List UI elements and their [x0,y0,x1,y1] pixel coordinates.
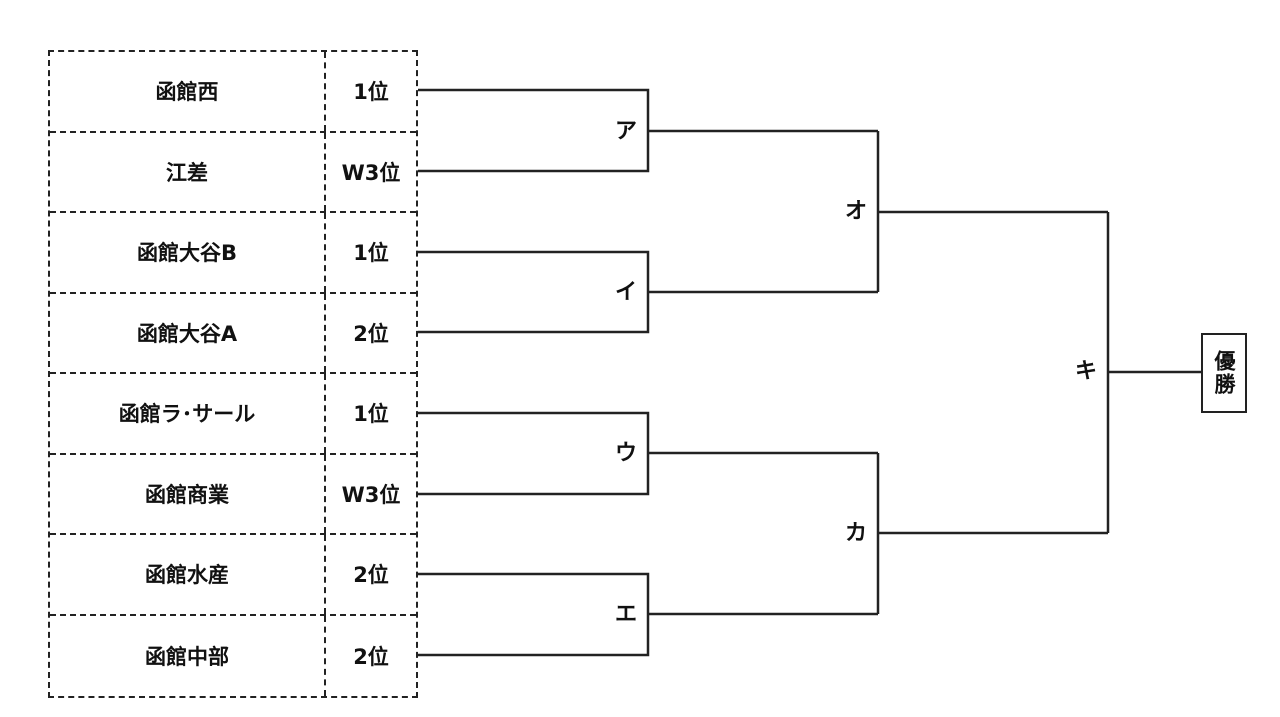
bracket-line-u [418,411,650,496]
match-label-o: オ [845,199,868,224]
team-rank: 1位 [353,241,389,266]
team-rank: W3位 [341,482,401,507]
bracket-line-a [418,88,650,173]
team-name: 函館水産 [50,535,326,614]
team-name: 函館西 [50,52,326,131]
team-row: 函館ラ･サール 1位 [50,374,416,455]
team-name: 江差 [50,132,326,211]
team-row: 函館中部 2位 [50,615,416,696]
team-row: 函館大谷B 1位 [50,213,416,294]
match-label-u: ウ [615,441,638,466]
bracket-line-e [418,572,650,657]
team-table: 函館西 1位 江差 W3位 函館大谷B 1位 函館大谷A 2位 函館ラ･サール … [48,50,418,698]
team-row: 函館商業 W3位 [50,454,416,535]
team-rank: 1位 [353,80,389,105]
team-name: 函館ラ･サール [50,374,326,453]
team-name: 函館中部 [50,615,326,696]
bracket-line-i [418,250,650,334]
team-name: 函館大谷A [50,293,326,372]
team-rank: W3位 [341,160,401,185]
team-name: 函館大谷B [50,213,326,292]
team-row: 函館西 1位 [50,52,416,133]
team-rank: 2位 [353,644,389,669]
champion-label: 優勝 [1212,350,1236,396]
team-name: 函館商業 [50,454,326,533]
team-rank: 1位 [353,402,389,427]
match-label-i: イ [615,280,638,305]
champion-box: 優勝 [1201,333,1247,413]
match-label-ka: カ [845,521,868,546]
team-row: 江差 W3位 [50,132,416,213]
match-label-e: エ [615,602,638,627]
match-label-ki: キ [1075,359,1098,384]
team-rank: 2位 [353,563,389,588]
match-label-a: ア [615,119,638,144]
team-row: 函館大谷A 2位 [50,293,416,374]
team-row: 函館水産 2位 [50,535,416,616]
team-rank: 2位 [353,321,389,346]
